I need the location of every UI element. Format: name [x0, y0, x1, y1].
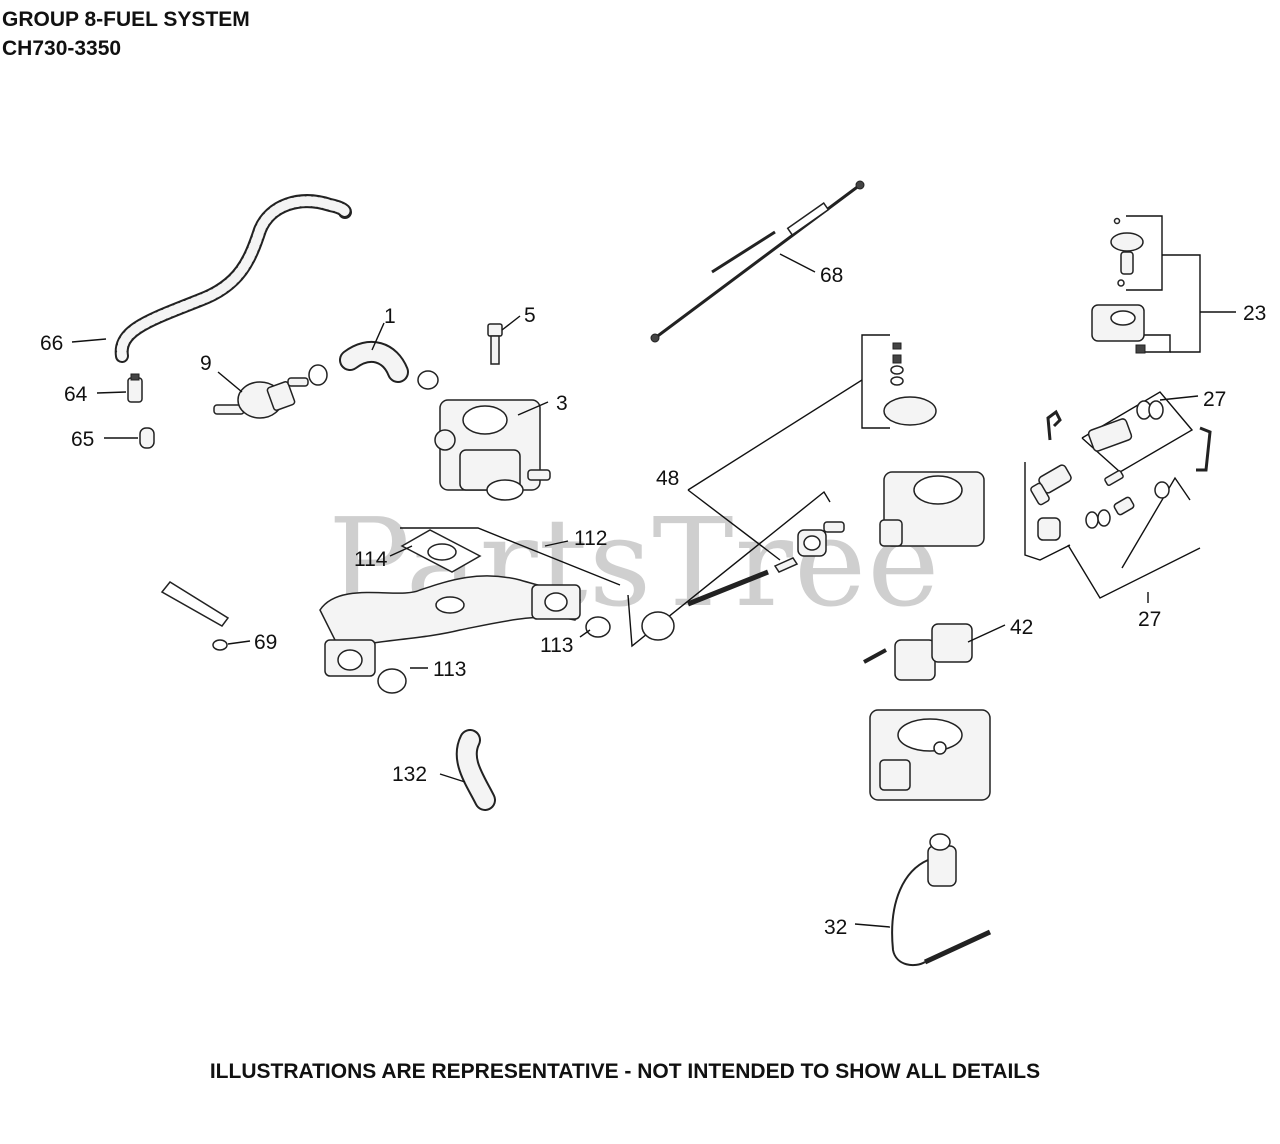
leader-112	[544, 540, 569, 547]
callout-3: 3	[556, 392, 568, 415]
bracket-48-bottom	[627, 490, 831, 648]
leader-64	[96, 391, 127, 394]
part-112-intake-manifold[interactable]	[319, 575, 581, 677]
callout-113-left: 113	[433, 658, 466, 681]
part-48-throttle-shaft[interactable]	[641, 521, 845, 641]
bracket-27-d	[1121, 476, 1191, 569]
part-69-bracket[interactable]	[160, 581, 230, 651]
part-113-oring-left[interactable]	[377, 668, 407, 694]
leader-5	[501, 315, 521, 331]
callout-1: 1	[384, 305, 396, 328]
leader-66	[71, 338, 107, 343]
part-23-diaphragm-kit[interactable]	[1091, 217, 1146, 354]
callout-64: 64	[64, 383, 88, 406]
callout-132: 132	[392, 763, 427, 786]
part-9-fuel-filter[interactable]	[213, 377, 309, 419]
leader-1	[371, 322, 385, 351]
part-27-kit-parts[interactable]	[1030, 400, 1212, 541]
part-3-carburetor[interactable]	[434, 399, 551, 501]
carburetor-body-upper[interactable]	[879, 471, 985, 547]
callout-69: 69	[254, 631, 277, 654]
leader-68	[779, 253, 816, 273]
carburetor-body-lower[interactable]	[869, 709, 991, 801]
callout-113-right: 113	[540, 634, 573, 657]
callout-23: 23	[1243, 302, 1266, 325]
callout-9: 9	[200, 352, 212, 375]
callout-5: 5	[524, 304, 536, 327]
part-32-fuel-solenoid[interactable]	[891, 833, 992, 967]
part-42-float[interactable]	[863, 623, 973, 681]
callout-32: 32	[824, 916, 847, 939]
leader-48-lower	[687, 489, 781, 561]
callout-65: 65	[71, 428, 94, 451]
leader-3	[517, 401, 549, 416]
bracket-27-b	[1024, 462, 1071, 561]
part-64-fitting[interactable]	[127, 373, 143, 403]
part-65-pin[interactable]	[139, 427, 155, 449]
callout-114: 114	[354, 548, 388, 571]
bracket-23-join	[1162, 254, 1201, 353]
callout-112: 112	[574, 527, 607, 550]
part-48-plate-kit[interactable]	[883, 342, 937, 426]
model-number: CH730-3350	[2, 37, 122, 60]
part-114-gasket[interactable]	[400, 529, 482, 573]
callout-48: 48	[656, 467, 679, 490]
part-5-bolt[interactable]	[487, 323, 503, 365]
leader-48-upper	[687, 379, 863, 491]
bracket-48-top	[861, 334, 890, 429]
leader-114	[389, 545, 413, 557]
part-113-oring-right[interactable]	[585, 616, 611, 638]
callout-27-bottom: 27	[1138, 608, 1161, 631]
bracket-23-top	[1126, 215, 1163, 291]
disclaimer-footer: ILLUSTRATIONS ARE REPRESENTATIVE - NOT I…	[209, 1060, 1041, 1083]
hose-clamp-left[interactable]	[308, 364, 328, 386]
callout-66: 66	[40, 332, 63, 355]
leader-32	[854, 923, 891, 928]
part-68-cable[interactable]	[650, 180, 865, 343]
diagram-title: GROUP 8-FUEL SYSTEM	[2, 8, 250, 31]
bracket-27-a	[1081, 391, 1194, 473]
callout-68: 68	[820, 264, 843, 287]
leader-113-right	[579, 629, 591, 638]
leader-42	[967, 624, 1006, 643]
bracket-23-bottom	[1126, 334, 1171, 353]
leader-112-bracket	[400, 527, 621, 586]
leader-69	[227, 640, 251, 645]
callout-27-top: 27	[1203, 388, 1226, 411]
leader-132	[439, 773, 466, 783]
leader-27-top	[1159, 395, 1199, 401]
part-66-fuel-hose[interactable]	[114, 194, 352, 363]
leader-9	[217, 371, 243, 393]
callout-42: 42	[1010, 616, 1033, 639]
hose-clamp-right[interactable]	[417, 370, 439, 390]
bracket-27-c	[1067, 544, 1201, 599]
